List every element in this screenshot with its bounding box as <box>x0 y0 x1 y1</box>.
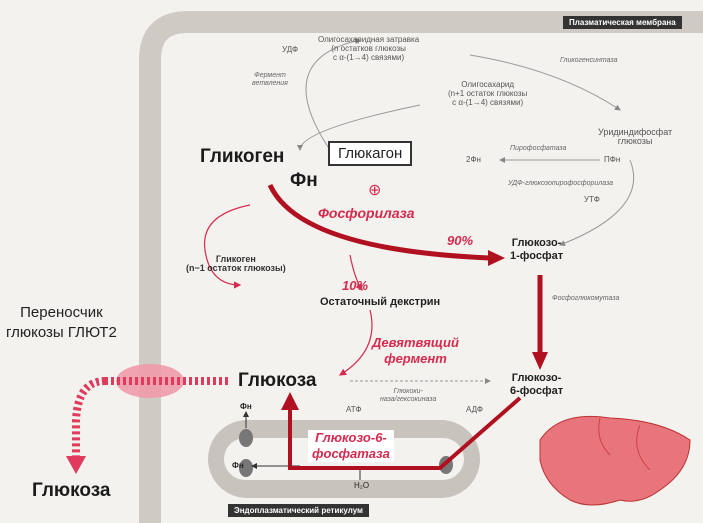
pyrophosphatase-label: Пирофосфатаза <box>510 145 567 152</box>
phosphorylase-arrow <box>267 183 491 261</box>
glucose-outside-label: Глюкоза <box>32 480 111 501</box>
glucose-6-phosphatase-label: Глюкозо-6-фосфатаза <box>308 430 394 462</box>
pct-10-label: 10% <box>342 278 369 293</box>
liver-icon <box>539 415 691 506</box>
utp-label: УТФ <box>584 195 600 204</box>
adp-label: АДФ <box>466 405 483 414</box>
udp-label: УДФ <box>282 45 299 54</box>
glucose-6-phosphate-label: Глюкозо-6-фосфат <box>510 372 564 397</box>
glycogen-loop-arrow <box>203 204 251 289</box>
synthesis-cycle-arrow <box>305 38 361 151</box>
atp-label: АТФ <box>346 405 362 414</box>
phi-er-label: Фн <box>240 402 252 411</box>
pct-90-label: 90% <box>447 233 474 248</box>
residual-dextrin-label: Остаточный декстрин <box>320 296 441 308</box>
g6p-to-er-arrow <box>288 396 522 470</box>
membrane-label: Плазматическая мембрана <box>563 16 682 29</box>
er-label: Эндоплазматический ретикулум <box>228 504 369 517</box>
phosphoglucomutase-label: Фосфоглюкомутаза <box>552 295 620 302</box>
phi-er2-label: Фн <box>232 461 244 470</box>
glucagon-box: Глюкагон <box>328 141 413 166</box>
pf-right-label: ПФн <box>604 155 621 164</box>
dextrin-arrow <box>349 254 363 291</box>
glucose-label: Глюкоза <box>238 370 317 391</box>
phi-n-label: Фн <box>290 170 318 191</box>
glycogen-synthase-label: Гликогенсинтаза <box>560 57 618 64</box>
h2o-label: H₂O <box>354 481 370 490</box>
glucokinase-label: Глюкоки-наза/гексокиназа <box>380 388 437 403</box>
udp-pyrophosphorylase-label: УДФ-глюкозопирофосфорилаза <box>508 180 614 187</box>
oligo-primer-label: Олигосахаридная затравка(n остатков глюк… <box>318 35 420 62</box>
debranching-arrow <box>338 309 373 376</box>
phosphorylase-label: Фосфорилаза <box>318 205 415 221</box>
glucose-export-arrow <box>72 377 106 460</box>
glycogen-label: Гликоген <box>200 146 285 167</box>
plus-icon: ⊕ <box>368 182 382 199</box>
glucose-1-phosphate-label: Глюкозо-1-фосфат <box>510 237 564 262</box>
pf-left-label: 2Фн <box>466 155 481 164</box>
plasma-membrane <box>139 11 703 523</box>
glycogen-n1-label: Гликоген(n−1 остаток глюкозы) <box>186 254 286 273</box>
